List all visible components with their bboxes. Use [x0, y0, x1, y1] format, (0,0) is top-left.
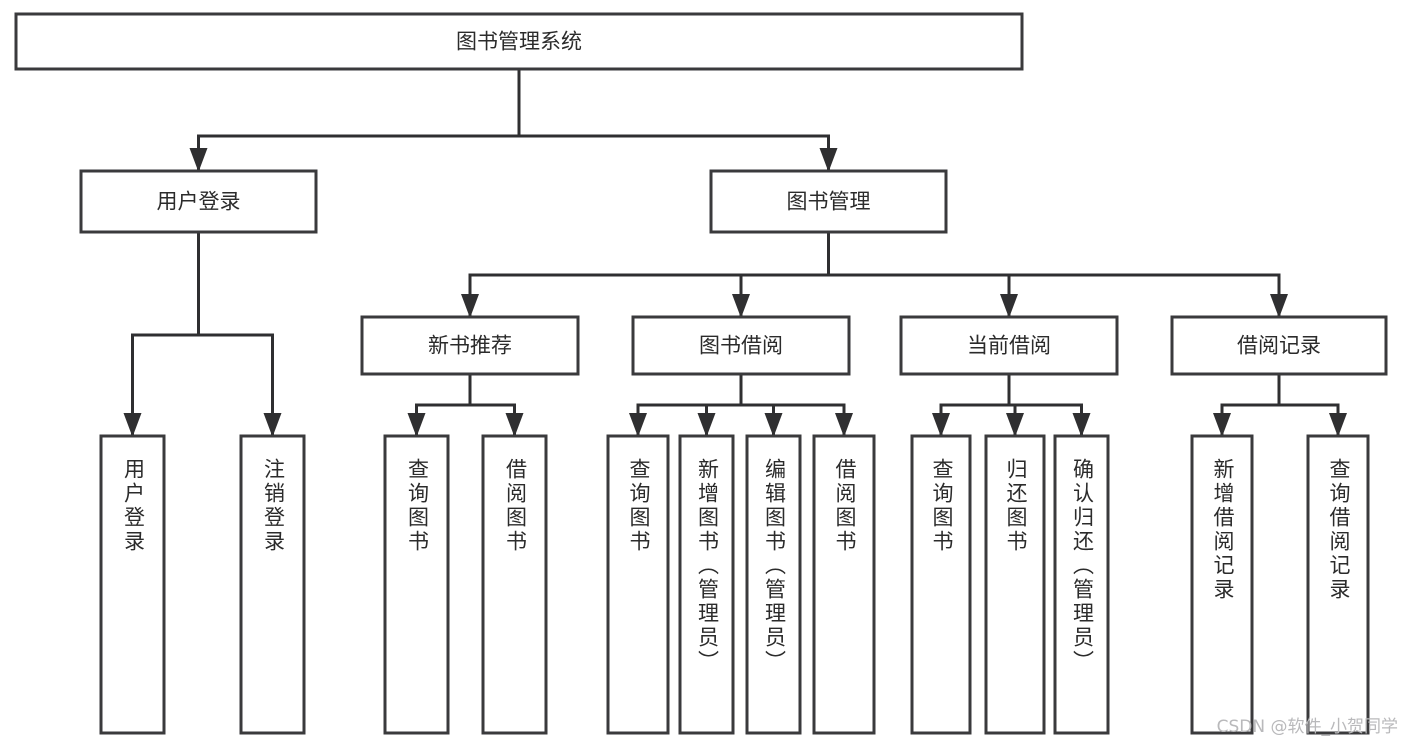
- node-label: 确认归还（管理员）: [1071, 458, 1095, 674]
- arrow-head: [263, 413, 282, 437]
- arrow-head: [407, 413, 426, 437]
- box-outline: [606, 434, 670, 735]
- arrow-head: [629, 413, 647, 437]
- node-label: 借阅记录: [1237, 334, 1321, 358]
- box-outline: [79, 169, 318, 234]
- node-label: 图书管理系统: [456, 30, 582, 54]
- level3-node-1-图书借阅[interactable]: 图书借阅: [631, 315, 851, 376]
- box-outline: [383, 434, 450, 735]
- box-outline: [14, 12, 1024, 71]
- arrow-head: [835, 413, 853, 437]
- node-label: 当前借阅: [967, 334, 1051, 358]
- node-label: 注销登录: [262, 458, 286, 554]
- level3-node-0-新书推荐[interactable]: 新书推荐: [360, 315, 580, 376]
- box-outline: [812, 434, 876, 735]
- leaf-node-12-查询借阅记录[interactable]: 查询借阅记录: [1306, 434, 1370, 735]
- node-label: 用户登录: [157, 190, 241, 214]
- arrow-head: [189, 148, 208, 172]
- leaf-node-4-查询图书[interactable]: 查询图书: [606, 434, 670, 735]
- box-outline: [1190, 434, 1254, 735]
- arrow-head: [764, 413, 783, 437]
- arrow-head: [732, 294, 750, 318]
- box-outline: [745, 434, 802, 735]
- leaf-node-6-编辑图书管理员[interactable]: 编辑图书（管理员）: [745, 434, 802, 735]
- box-outline: [678, 434, 735, 735]
- node-label: 查询图书: [930, 458, 954, 554]
- leaf-node-10-确认归还管理员[interactable]: 确认归还（管理员）: [1053, 434, 1110, 735]
- arrow-head: [1006, 413, 1024, 437]
- box-outline: [631, 315, 851, 376]
- level3-node-2-当前借阅[interactable]: 当前借阅: [899, 315, 1119, 376]
- node-label: 新书推荐: [428, 334, 512, 358]
- arrow-head: [123, 413, 142, 437]
- leaf-node-8-查询图书[interactable]: 查询图书: [910, 434, 972, 735]
- node-label: 查询图书: [627, 458, 651, 554]
- arrow-head: [1213, 413, 1231, 437]
- leaf-node-11-新增借阅记录[interactable]: 新增借阅记录: [1190, 434, 1254, 735]
- node-label: 查询图书: [406, 458, 430, 554]
- leaf-node-0-用户登录[interactable]: 用户登录: [99, 434, 166, 735]
- level3-node-3-借阅记录[interactable]: 借阅记录: [1170, 315, 1388, 376]
- box-outline: [360, 315, 580, 376]
- arrow-head: [1270, 294, 1288, 318]
- box-outline: [709, 169, 948, 234]
- node-label: 借阅图书: [833, 458, 857, 554]
- node-label: 新增图书（管理员）: [696, 458, 720, 674]
- box-outline: [984, 434, 1046, 735]
- level2-node-0-用户登录[interactable]: 用户登录: [79, 169, 318, 234]
- arrow-heads: [123, 148, 1347, 437]
- leaf-node-9-归还图书[interactable]: 归还图书: [984, 434, 1046, 735]
- box-outline: [899, 315, 1119, 376]
- node-label: 归还图书: [1004, 458, 1028, 554]
- leaf-node-2-查询图书[interactable]: 查询图书: [383, 434, 450, 735]
- csdn-watermark: CSDN @软件_小贺同学: [1217, 717, 1398, 737]
- node-label: 查询借阅记录: [1327, 458, 1351, 602]
- arrow-head: [1072, 413, 1091, 437]
- box-outline: [910, 434, 972, 735]
- leaf-node-3-借阅图书[interactable]: 借阅图书: [481, 434, 548, 735]
- arrow-head: [697, 413, 716, 437]
- box-outline: [1306, 434, 1370, 735]
- arrow-head: [505, 413, 524, 437]
- root-node-0-图书管理系统[interactable]: 图书管理系统: [14, 12, 1024, 71]
- connector-lines: [131, 67, 1340, 436]
- arrow-head: [1329, 413, 1347, 437]
- box-outline: [481, 434, 548, 735]
- arrow-head: [819, 148, 838, 172]
- arrow-head: [461, 294, 479, 318]
- node-label: 图书借阅: [699, 334, 783, 358]
- level2-node-1-图书管理[interactable]: 图书管理: [709, 169, 948, 234]
- arrow-head: [1000, 294, 1018, 318]
- node-boxes: 图书管理系统用户登录图书管理新书推荐图书借阅当前借阅借阅记录用户登录注销登录查询…: [14, 12, 1388, 735]
- leaf-node-7-借阅图书[interactable]: 借阅图书: [812, 434, 876, 735]
- box-outline: [1170, 315, 1388, 376]
- leaf-node-1-注销登录[interactable]: 注销登录: [239, 434, 306, 735]
- leaf-node-5-新增图书管理员[interactable]: 新增图书（管理员）: [678, 434, 735, 735]
- node-label: 新增借阅记录: [1211, 458, 1235, 602]
- box-outline: [1053, 434, 1110, 735]
- node-label: 借阅图书: [504, 458, 528, 554]
- arrow-head: [932, 413, 950, 437]
- node-label: 图书管理: [787, 190, 871, 214]
- box-outline: [239, 434, 306, 735]
- node-label: 编辑图书（管理员）: [763, 458, 787, 674]
- node-label: 用户登录: [122, 458, 146, 554]
- box-outline: [99, 434, 166, 735]
